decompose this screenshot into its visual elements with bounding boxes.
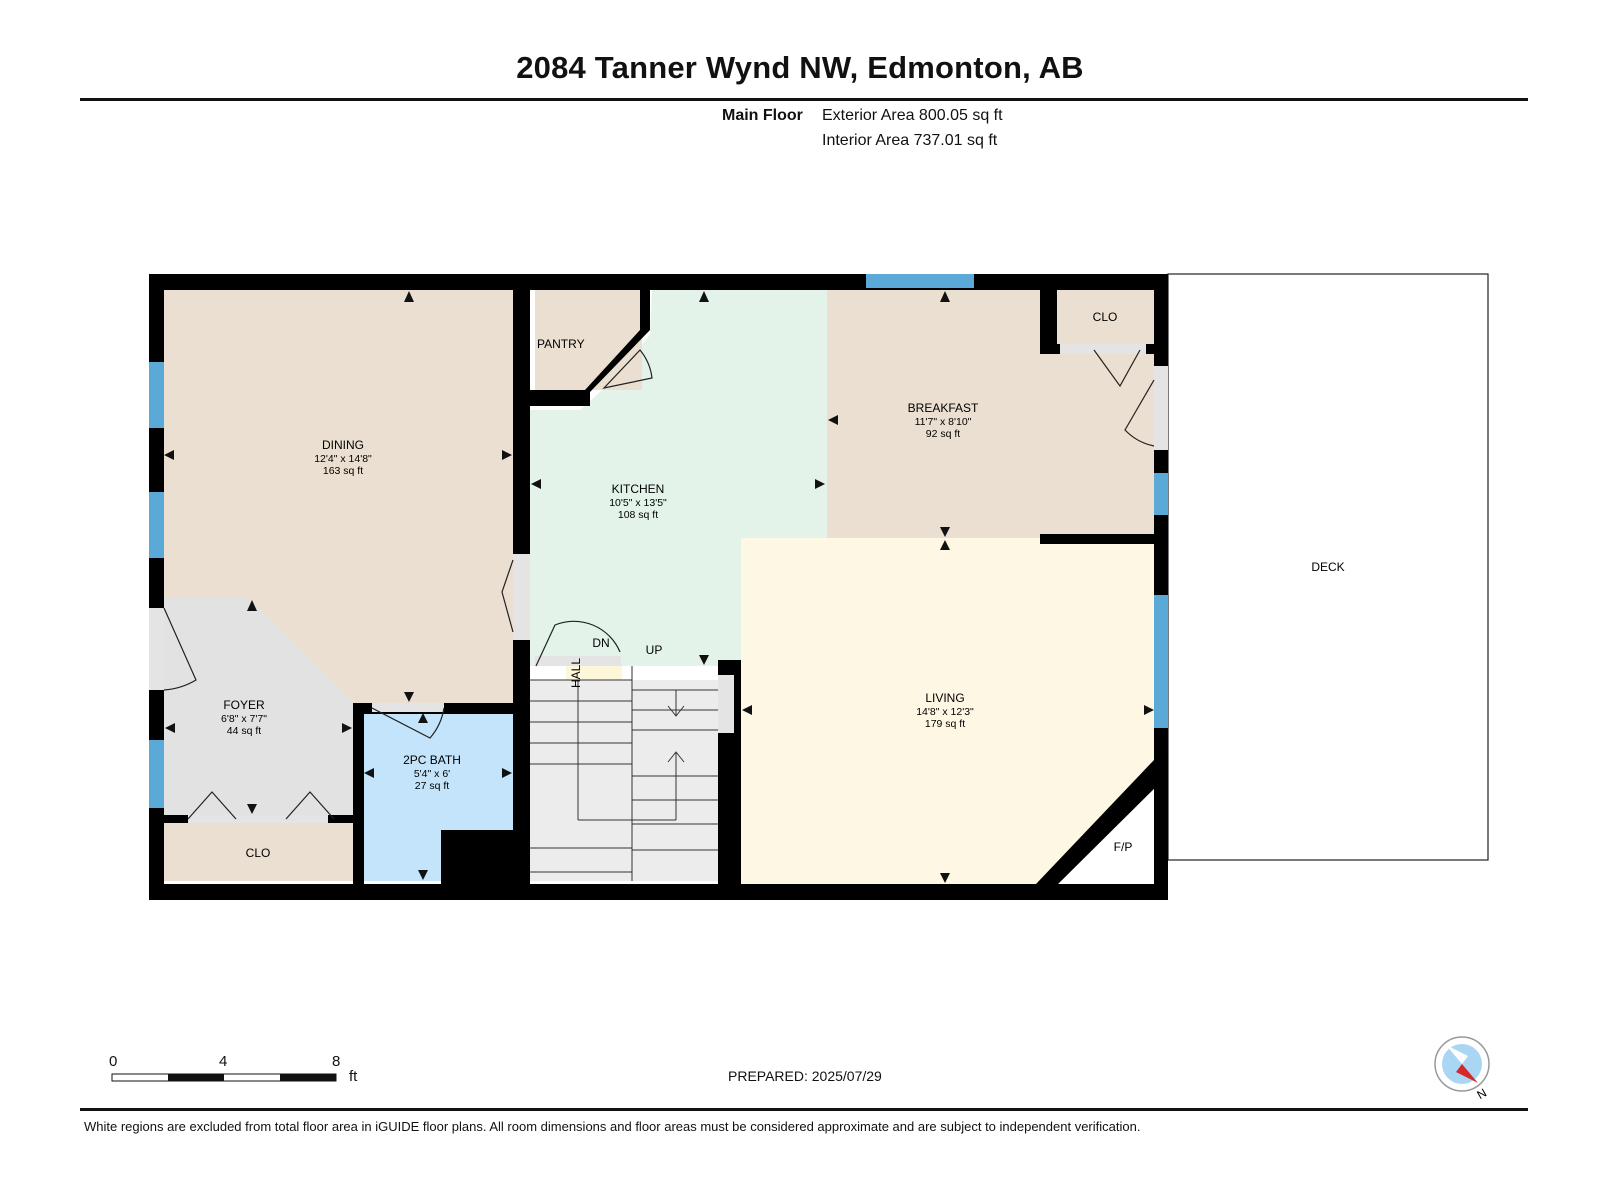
footer-divider: [80, 1108, 1528, 1111]
bath-dims: 5'4" x 6': [414, 768, 450, 780]
dining-area: 163 sq ft: [323, 465, 363, 477]
scale-tick-4: 4: [219, 1053, 228, 1070]
deck-label: DECK: [1311, 560, 1344, 574]
living-dims: 14'8" x 12'3": [916, 706, 974, 718]
pantry-room: [535, 290, 642, 390]
foyer-closet: [164, 823, 353, 881]
scale-tick-0: 0: [109, 1053, 118, 1070]
bath-label: 2PC BATH: [403, 753, 461, 767]
hall-area: [566, 666, 622, 680]
prepared-date: PREPARED: 2025/07/29: [728, 1068, 882, 1084]
kitchen-area: 108 sq ft: [618, 509, 658, 521]
plan-title: 2084 Tanner Wynd NW, Edmonton, AB: [516, 50, 1084, 85]
scale-bar: [111, 1073, 337, 1082]
door-swings: [163, 349, 1155, 820]
foyer-dims: 6'8" x 7'7": [221, 713, 267, 725]
closet-label-bottom: CLO: [246, 846, 271, 860]
scale-unit: ft: [349, 1068, 358, 1085]
dining-room: [164, 290, 513, 703]
living-area: 179 sq ft: [925, 718, 965, 730]
foyer-room: [164, 598, 353, 815]
stairs-lines: [530, 666, 718, 881]
exterior-area: Exterior Area 800.05 sq ft: [822, 107, 1003, 124]
living-label: LIVING: [925, 691, 964, 705]
deck: [1167, 273, 1489, 861]
disclaimer: White regions are excluded from total fl…: [84, 1119, 1141, 1134]
dimension-arrows: [164, 291, 1154, 883]
kitchen-label: KITCHEN: [612, 482, 665, 496]
bath-room: [363, 712, 513, 881]
breakfast-dims: 11'7" x 8'10": [915, 416, 972, 428]
closet-label-top: CLO: [1093, 310, 1118, 324]
hall-label: HALL: [569, 658, 583, 688]
windows: [149, 274, 1168, 808]
floor-label: Main Floor: [722, 107, 803, 124]
title-divider: [80, 98, 1528, 101]
fireplace-label: F/P: [1114, 840, 1133, 854]
breakfast-area: 92 sq ft: [926, 428, 961, 440]
breakfast-label: BREAKFAST: [908, 401, 979, 415]
bath-area: 27 sq ft: [415, 780, 450, 792]
dining-dims: 12'4" x 14'8": [314, 453, 372, 465]
foyer-area: 44 sq ft: [227, 725, 262, 737]
foyer-label: FOYER: [223, 698, 265, 712]
compass-icon: N: [1434, 1036, 1490, 1102]
scale-tick-8: 8: [332, 1053, 341, 1070]
living-room: [741, 538, 1157, 884]
stairs-down-label: DN: [592, 636, 609, 650]
dining-label: DINING: [322, 438, 364, 452]
kitchen-dims: 10'5" x 13'5": [609, 497, 667, 509]
kitchen-room: [530, 290, 827, 666]
pantry-label: PANTRY: [537, 337, 585, 351]
breakfast-closet: [1057, 290, 1155, 344]
doors: [149, 344, 1168, 823]
interior-area: Interior Area 737.01 sq ft: [822, 132, 998, 149]
compass-north-label: N: [1475, 1086, 1490, 1102]
stairs-up-label: UP: [646, 643, 663, 657]
